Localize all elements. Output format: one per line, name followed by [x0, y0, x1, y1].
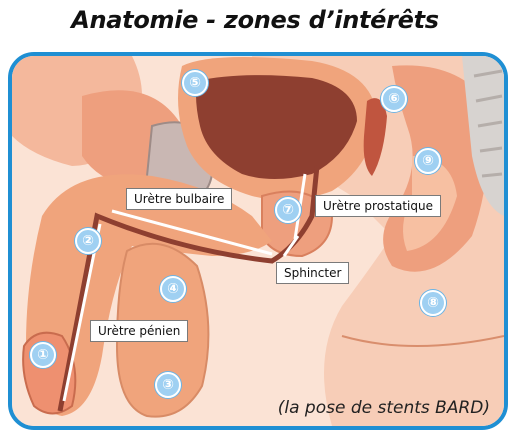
- anatomy-frame: ⑤ ⑥ ⑨ ⑦ ② ④ ⑧ ① ③ Urètre bulbaire Urètre…: [8, 52, 508, 430]
- marker-1: ①: [30, 342, 56, 368]
- diagram-title: Anatomie - zones d’intérêts: [0, 6, 510, 34]
- label-prostatic-urethra: Urètre prostatique: [315, 195, 441, 217]
- label-penile-urethra: Urètre pénien: [90, 320, 188, 342]
- caption: (la pose de stents BARD): [278, 398, 490, 418]
- marker-7: ⑦: [275, 197, 301, 223]
- marker-5: ⑤: [182, 70, 208, 96]
- label-sphincter: Sphincter: [276, 262, 349, 284]
- label-bulbar-urethra: Urètre bulbaire: [126, 188, 232, 210]
- marker-8: ⑧: [420, 290, 446, 316]
- marker-2: ②: [75, 228, 101, 254]
- marker-4: ④: [160, 276, 186, 302]
- marker-3: ③: [155, 372, 181, 398]
- marker-6: ⑥: [381, 86, 407, 112]
- marker-9: ⑨: [415, 148, 441, 174]
